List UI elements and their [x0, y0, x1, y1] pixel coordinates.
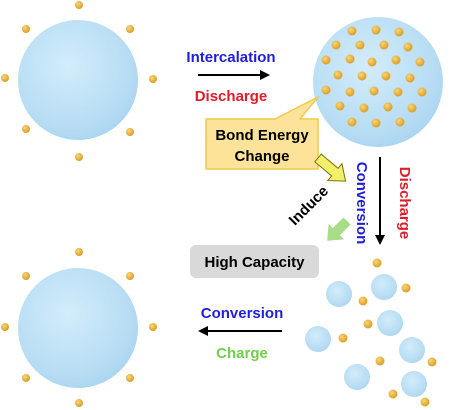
intercalated-atom	[357, 71, 367, 81]
converted-atom	[427, 357, 437, 367]
intercalated-atom	[417, 87, 427, 97]
converted-atom	[401, 283, 411, 293]
converted-atom	[358, 296, 368, 306]
induce-label: Induce	[286, 183, 332, 229]
intercalated-sphere	[313, 17, 443, 147]
nanoparticle	[377, 310, 403, 336]
charge-bottom-label: Charge	[216, 345, 268, 362]
discharge-vertical-label: Discharge	[396, 167, 413, 240]
intercalated-atom	[383, 102, 393, 112]
conversion-bottom-label: Conversion	[201, 305, 284, 322]
intercalated-atom	[345, 87, 355, 97]
intercalated-atom	[335, 101, 345, 111]
intercalated-atom	[333, 70, 343, 80]
host-sphere-bottom-left	[18, 268, 138, 388]
intercalated-atom	[405, 73, 415, 83]
converted-atom	[388, 389, 398, 399]
bond-energy-callout: Bond Energy Change	[205, 96, 319, 170]
intercalated-atom	[381, 71, 391, 81]
surface-atoms-top-left	[1, 1, 157, 161]
intercalated-atom	[345, 54, 355, 64]
intercalated-atom	[347, 26, 357, 36]
intercalated-atom	[395, 117, 405, 127]
nanoparticle	[399, 337, 425, 363]
induce-arrow-yellow	[314, 153, 347, 182]
converted-atom	[420, 397, 430, 407]
nanoparticle	[401, 371, 427, 397]
intercalated-atom	[321, 85, 331, 95]
bond-energy-label-line2: Change	[234, 148, 289, 165]
high-capacity-label: High Capacity	[204, 254, 305, 271]
intercalated-atom	[359, 103, 369, 113]
intercalated-atom	[391, 55, 401, 65]
intercalated-atom	[393, 87, 403, 97]
intercalated-atom	[331, 40, 341, 50]
intercalated-atom	[367, 57, 377, 67]
nanoparticle	[305, 326, 331, 352]
converted-atom	[363, 319, 373, 329]
nanoparticle	[326, 281, 352, 307]
intercalated-atom	[371, 118, 381, 128]
discharge-top-label: Discharge	[195, 88, 268, 105]
intercalated-atom	[355, 40, 365, 50]
high-capacity-box: High Capacity	[190, 245, 319, 278]
host-sphere-top-left	[18, 20, 138, 140]
nanoparticle	[371, 274, 397, 300]
intercalated-atoms	[321, 25, 427, 128]
intercalated-atom	[321, 55, 331, 65]
intercalation-label: Intercalation	[186, 49, 275, 66]
intercalated-atom	[415, 57, 425, 67]
nanoparticle	[344, 364, 370, 390]
converted-atom	[338, 333, 348, 343]
high-capacity-arrow-green	[327, 217, 351, 241]
conversion-vertical-label: Conversion	[353, 162, 370, 245]
converted-atom	[375, 356, 385, 366]
intercalated-atom	[347, 117, 357, 127]
intercalated-atom	[379, 40, 389, 50]
intercalated-atom	[371, 25, 381, 35]
intercalated-atom	[369, 86, 379, 96]
bond-energy-label-line1: Bond Energy	[215, 127, 309, 144]
intercalated-atom	[403, 42, 413, 52]
intercalated-atom	[407, 103, 417, 113]
intercalated-atom	[394, 27, 404, 37]
surface-atoms-bottom-left	[1, 248, 157, 407]
converted-nanoparticles	[305, 258, 437, 407]
converted-atom	[372, 258, 382, 268]
